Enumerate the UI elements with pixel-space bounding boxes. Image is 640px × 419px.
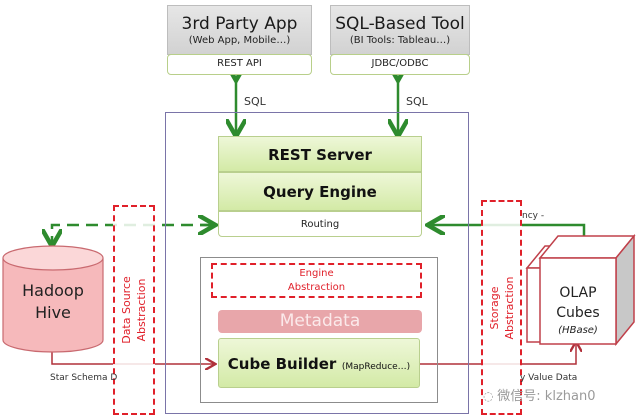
sql-based-tool-box: SQL-Based Tool (BI Tools: Tableau…) [330, 5, 470, 55]
kylin-server-frame [165, 112, 469, 414]
olap-line2: Cubes [556, 305, 600, 321]
wechat-icon: ◌ [483, 389, 498, 403]
data-source-line1: Data Source [120, 276, 133, 344]
query-engine-box: Query Engine [218, 172, 422, 211]
rest-server-box: REST Server [218, 136, 422, 172]
hadoop-hive-label: Hadoop Hive [3, 280, 103, 324]
storage-line2: Abstraction [502, 276, 516, 339]
cube-builder-box: Cube Builder (MapReduce…) [218, 338, 420, 388]
engine-abstraction-line2: Abstraction [287, 282, 346, 293]
cube-builder-to-olap-line [410, 343, 576, 365]
engine-abstraction-line1: Engine [299, 268, 334, 279]
storage-abstraction-label: Storage Abstraction [487, 276, 517, 339]
watermark-text: 微信号: klzhan0 [497, 389, 596, 404]
storage-line1: Storage [487, 285, 501, 330]
cube-builder-subtitle: (MapReduce…) [341, 362, 411, 372]
hadoop-hive-cylinder [2, 245, 104, 353]
data-source-abstraction-label: Data Source Abstraction [119, 276, 149, 344]
third-party-app-subtitle: (Web App, Mobile…) [188, 35, 291, 46]
hadoop-hive-line2: Hive [35, 303, 71, 322]
engine-abstraction-box: Engine Abstraction [211, 263, 422, 298]
sql-label-left: SQL [244, 95, 266, 108]
jdbc-odbc-box: JDBC/ODBC [330, 54, 470, 75]
key-value-data-label: y Value Data [520, 373, 578, 383]
third-party-app-box: 3rd Party App (Web App, Mobile…) [167, 5, 312, 55]
olap-line1: OLAP [559, 285, 597, 301]
engine-frame [200, 257, 438, 403]
olap-subtitle: (HBase) [558, 325, 598, 336]
cube-builder-title: Cube Builder [227, 355, 337, 373]
storage-abstraction-box: Storage Abstraction [481, 200, 522, 415]
sql-label-right: SQL [406, 95, 428, 108]
watermark: ◌ 微信号: klzhan0 [483, 385, 596, 404]
data-source-line2: Abstraction [135, 278, 148, 342]
sql-based-tool-subtitle: (BI Tools: Tableau…) [349, 35, 451, 46]
rest-api-box: REST API [167, 54, 312, 75]
sql-based-tool-title: SQL-Based Tool [335, 14, 465, 34]
olap-cubes-label: OLAP Cubes (HBase) [540, 283, 616, 339]
latency-label: ncy - [522, 211, 545, 221]
metadata-box: Metadata [218, 310, 422, 333]
routing-to-hive-arrow [52, 223, 212, 244]
routing-box: Routing [218, 211, 422, 237]
hadoop-hive-line1: Hadoop [22, 281, 84, 300]
data-source-abstraction-box: Data Source Abstraction [113, 205, 155, 415]
star-schema-label: Star Schema D [50, 373, 118, 383]
third-party-app-title: 3rd Party App [181, 14, 298, 34]
olap-cubes-shape [525, 233, 636, 347]
